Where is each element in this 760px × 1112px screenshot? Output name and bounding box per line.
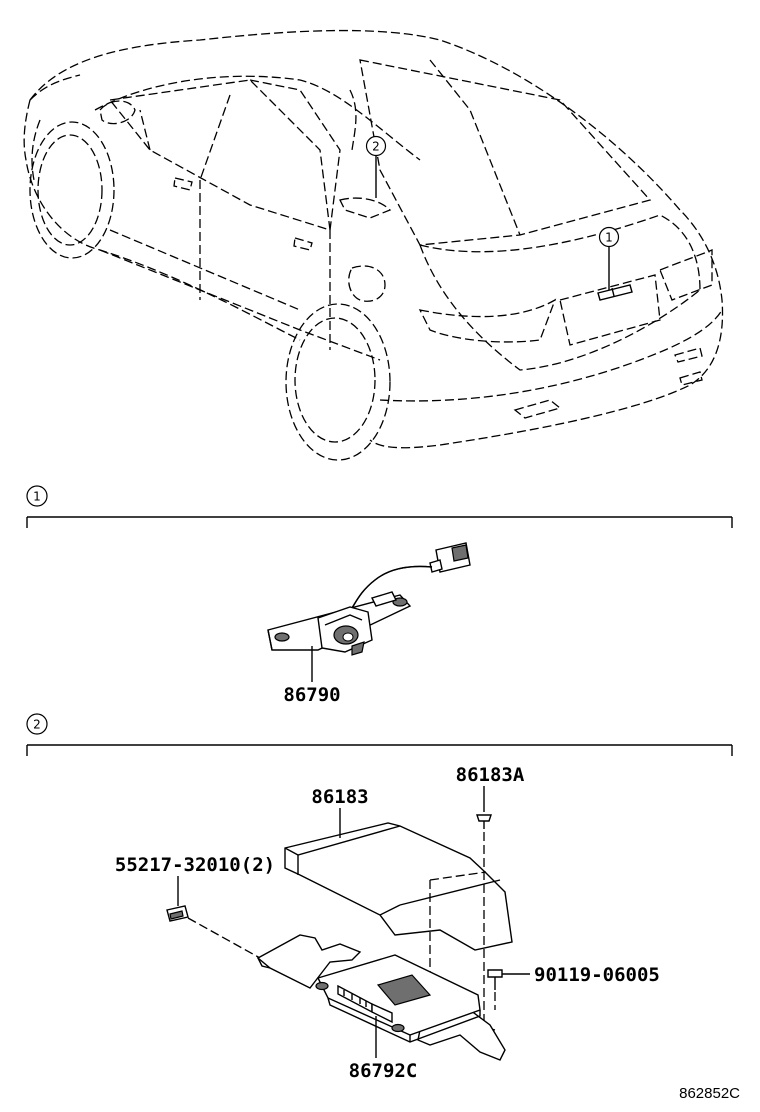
part-55217-32010: 55217-32010(2)	[115, 854, 275, 876]
part-86792C: 86792C	[349, 1060, 418, 1082]
back-up-camera-assembly	[267, 542, 471, 682]
callout-1: 1	[598, 226, 620, 290]
part-90119-06005: 90119-06005	[534, 964, 660, 986]
callout-1-label: 1	[605, 231, 613, 245]
part-86183: 86183	[311, 786, 368, 808]
cover-86183	[284, 808, 513, 951]
part-86183A: 86183A	[456, 764, 525, 786]
part-86790: 86790	[283, 684, 340, 706]
clip-55217-32010	[166, 876, 261, 959]
screw-90119-06005	[487, 969, 530, 1010]
clip-86183A	[476, 786, 492, 1040]
callout-2-label: 2	[372, 140, 380, 154]
section-1-label: 1	[33, 490, 41, 504]
callout-2: 2	[365, 135, 387, 198]
ecu-86792C	[315, 954, 481, 1058]
section-2-header: 2	[26, 713, 733, 756]
section-1-header: 1	[26, 485, 733, 528]
section-2-label: 2	[33, 718, 41, 732]
illustration-reference: 862852C	[679, 1085, 740, 1102]
car-illustration	[23, 29, 724, 461]
